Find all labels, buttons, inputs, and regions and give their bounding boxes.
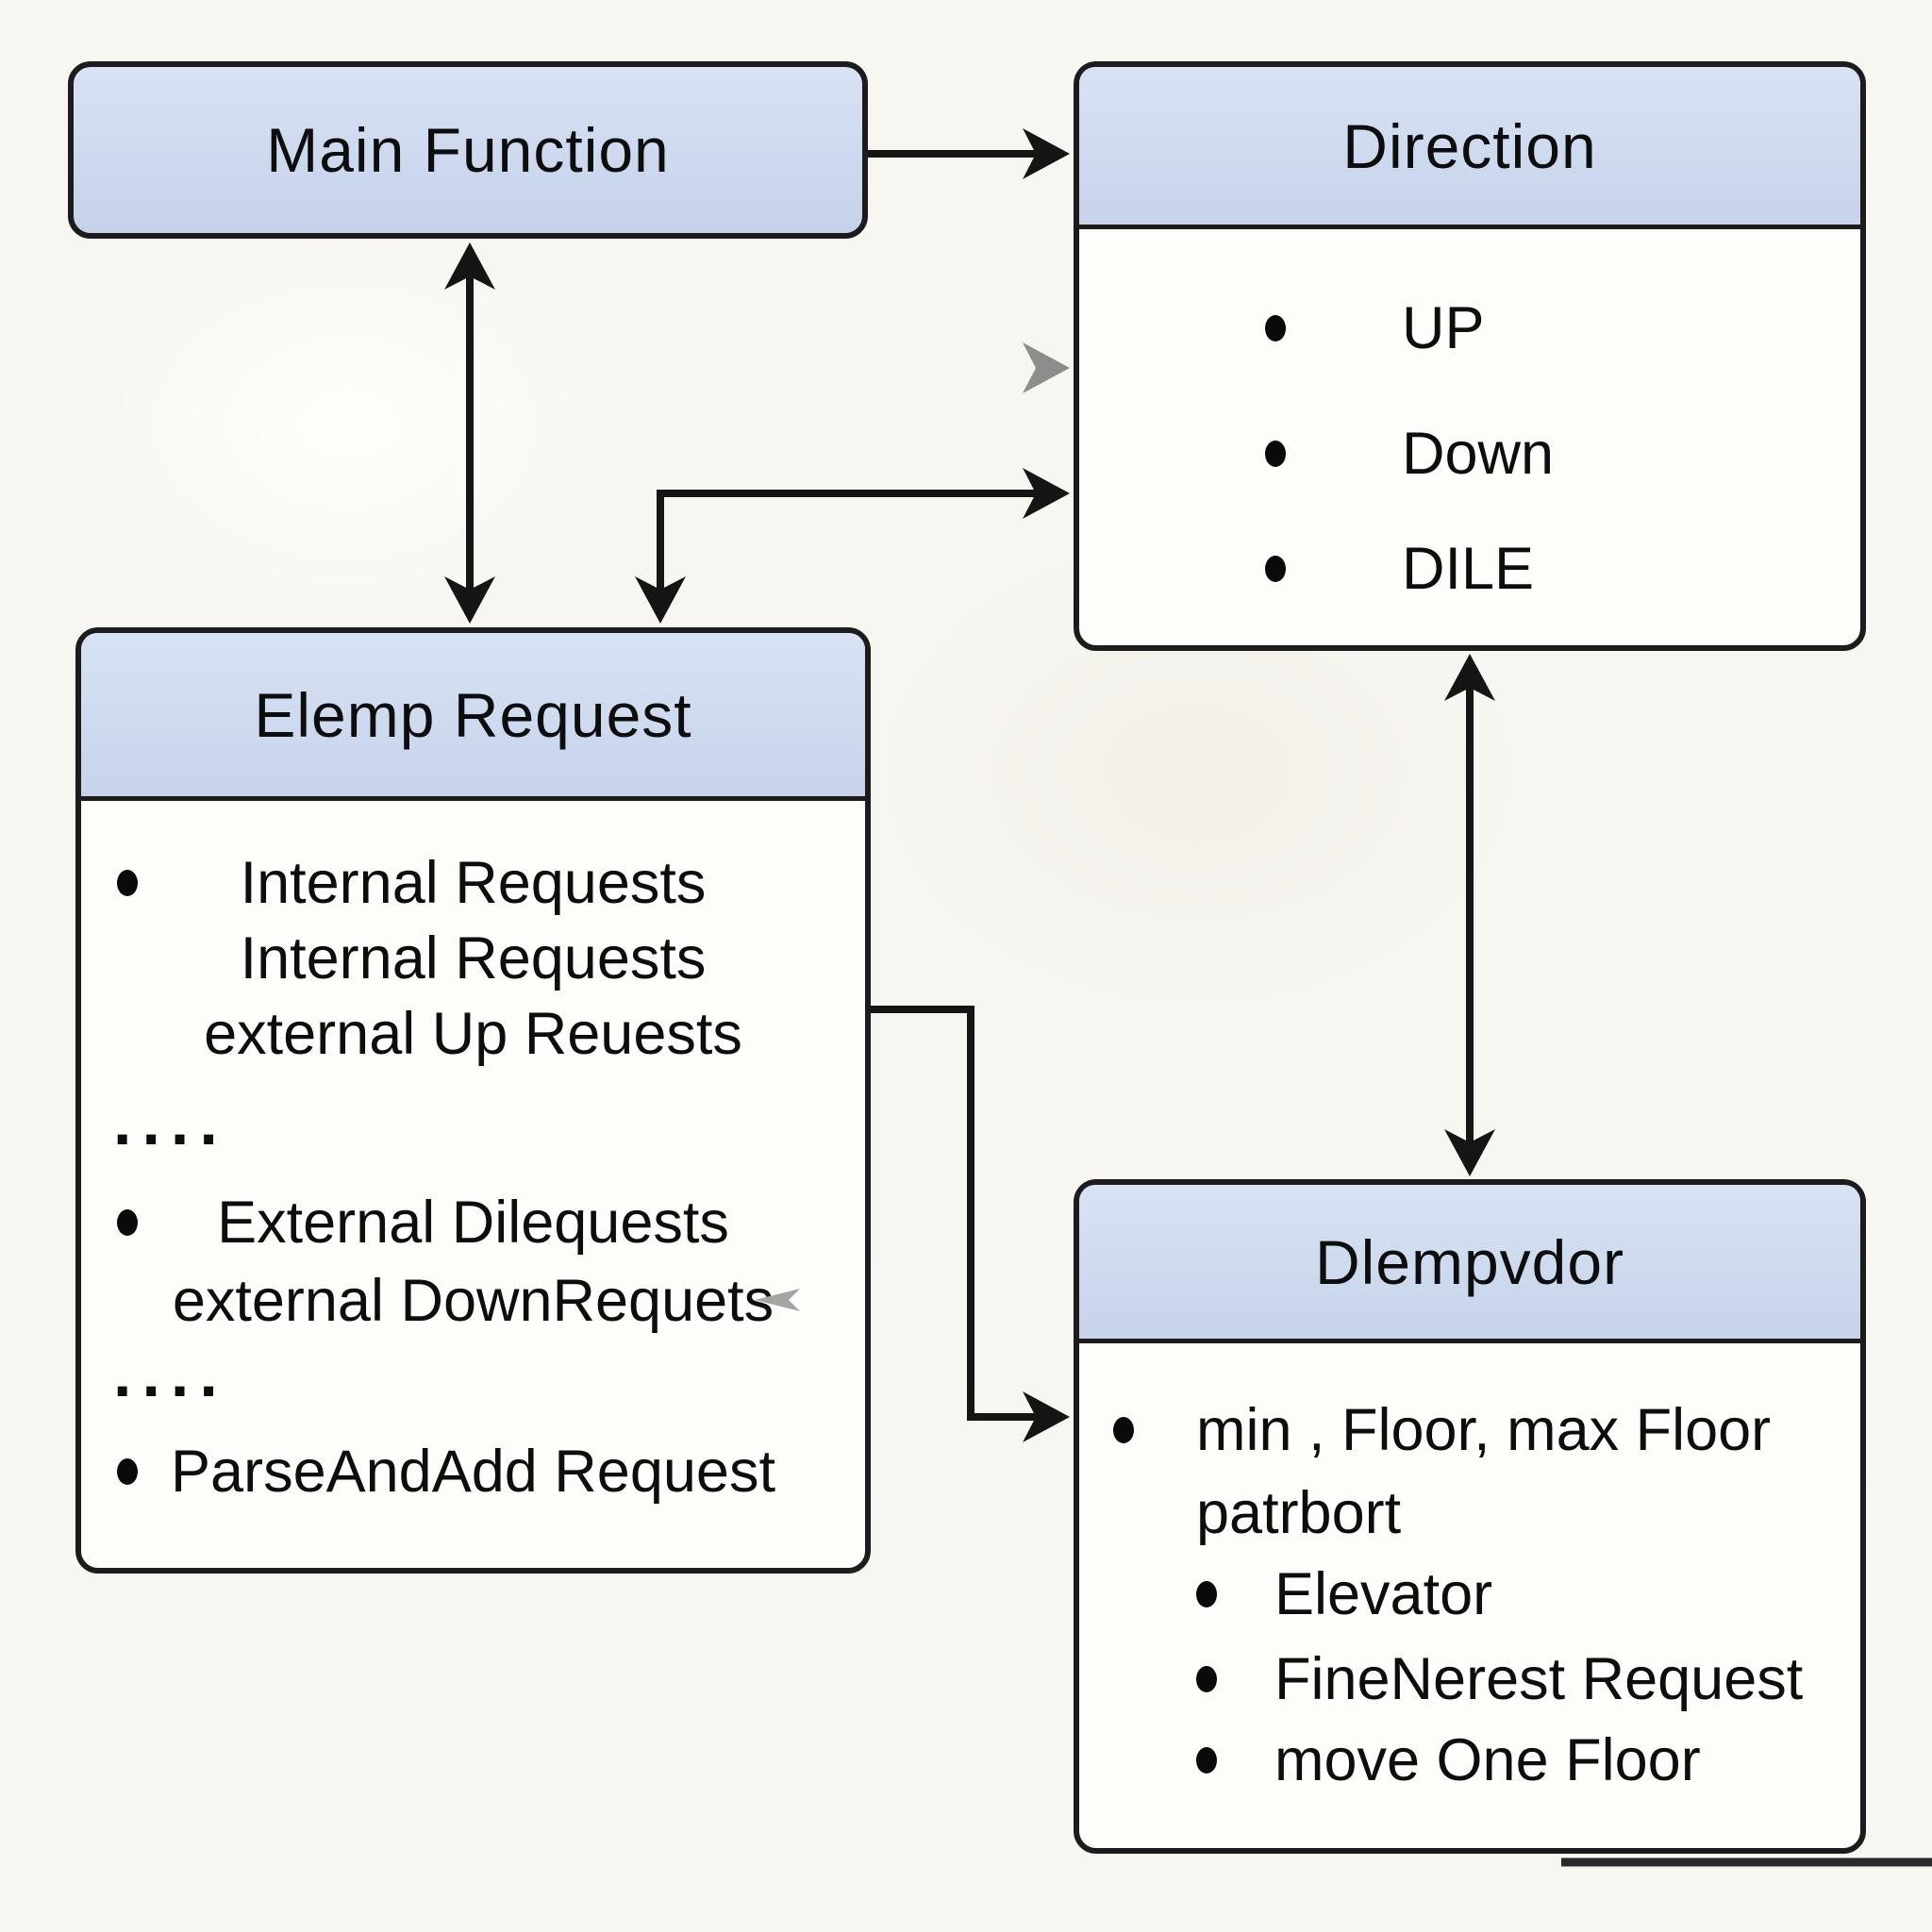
ellipsis-item: ....	[81, 1084, 865, 1159]
list-item-label: External Dilequests	[217, 1190, 729, 1256]
box-elevator: Dlempvdor min , Floor, max Floor patrbor…	[1074, 1179, 1866, 1854]
list-item: ParseAndAdd Request	[81, 1434, 865, 1509]
list-item-label: FineNerest Request	[1274, 1646, 1804, 1712]
bullet-dot	[1265, 441, 1286, 467]
direction-item-dile: DILE	[1079, 508, 1860, 630]
direction-item-label: UP	[1402, 295, 1485, 361]
bullet-dot	[1196, 1666, 1217, 1692]
ellipsis-label: ....	[113, 1085, 228, 1158]
arrow-elemp-to-elevator-elbow	[871, 1006, 1070, 1442]
ellipsis-item: ....	[81, 1336, 865, 1411]
direction-item-up: UP	[1079, 267, 1860, 390]
list-item-label: external Up Reuests	[204, 1001, 742, 1067]
list-item: External Dilequests	[81, 1185, 865, 1260]
box-main-function: Main Function	[68, 61, 868, 239]
elevator-body: min , Floor, max Floor patrbort Elevator…	[1079, 1343, 1860, 1843]
list-item-label: patrbort	[1196, 1480, 1402, 1546]
box-direction: Direction UP Down DILE	[1074, 61, 1866, 651]
bullet-dot	[1265, 556, 1286, 582]
list-item-label: external DownRequets	[172, 1268, 774, 1334]
box-elemp-request: Elemp Request Internal Requests Internal…	[75, 627, 871, 1574]
list-item: FineNerest Request	[1079, 1638, 1860, 1721]
list-item-label: Elevator	[1274, 1561, 1493, 1627]
direction-header: Direction	[1079, 67, 1860, 229]
list-item-label: ParseAndAdd Request	[171, 1439, 775, 1505]
list-item: move One Floor	[1079, 1719, 1860, 1802]
list-item: Elevator	[1079, 1553, 1860, 1636]
bullet-dot	[1196, 1581, 1217, 1607]
list-item-label: min , Floor, max Floor	[1196, 1397, 1772, 1463]
bullet-dot	[1265, 315, 1286, 341]
direction-body: UP Down DILE	[1079, 229, 1860, 641]
elevator-header: Dlempvdor	[1079, 1185, 1860, 1343]
list-item: external Up Reuests	[81, 996, 865, 1072]
list-item-label: Internal Requests	[240, 850, 707, 916]
arrow-main-elemp-vertical	[444, 242, 495, 624]
direction-item-label: Down	[1402, 421, 1555, 487]
list-item: patrbort	[1079, 1472, 1860, 1555]
bullet-dot	[117, 870, 138, 896]
list-item-label: move One Floor	[1274, 1727, 1701, 1793]
direction-item-label: DILE	[1402, 536, 1535, 602]
direction-item-down: Down	[1079, 392, 1860, 515]
list-item: external DownRequets	[81, 1263, 865, 1339]
bullet-dot	[117, 1209, 138, 1236]
ellipsis-label: ....	[113, 1337, 228, 1410]
list-item: min , Floor, max Floor	[1079, 1389, 1860, 1472]
elemp-request-body: Internal Requests Internal Requests exte…	[81, 801, 865, 1563]
bullet-dot	[117, 1458, 138, 1485]
elemp-request-header: Elemp Request	[81, 633, 865, 801]
list-item: Internal Requests	[81, 921, 865, 996]
bullet-dot	[1113, 1417, 1134, 1443]
main-function-title: Main Function	[266, 115, 670, 185]
elevator-title: Dlempvdor	[1314, 1226, 1625, 1297]
elemp-request-title: Elemp Request	[254, 679, 692, 750]
arrow-elemp-direction-elbow	[635, 468, 1070, 624]
direction-title: Direction	[1342, 110, 1597, 181]
list-item: Internal Requests	[81, 845, 865, 921]
arrow-main-to-direction	[868, 128, 1070, 179]
arrow-direction-elevator-vertical	[1444, 654, 1495, 1176]
list-item-label: Internal Requests	[240, 925, 707, 991]
arrow-faded-into-direction	[736, 342, 1070, 393]
bullet-dot	[1196, 1747, 1217, 1774]
